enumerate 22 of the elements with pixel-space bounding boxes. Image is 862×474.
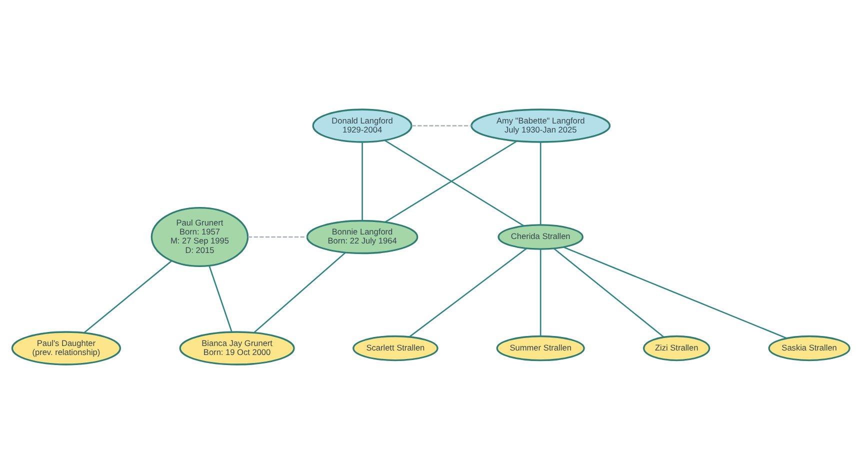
connector	[362, 142, 363, 220]
connector	[208, 266, 232, 332]
connector	[563, 246, 787, 339]
node-ellipse: Paul's Daughter (prev. relationship)	[11, 331, 122, 366]
connector	[409, 248, 527, 338]
connector	[540, 142, 542, 225]
connector	[84, 260, 172, 334]
node-ellipse: Saskia Strallen	[768, 335, 850, 362]
node-ellipse: Summer Strallen	[496, 335, 585, 362]
connector	[254, 252, 346, 333]
connector	[540, 249, 542, 336]
node-ellipse: Zizi Strallen	[643, 335, 710, 362]
node-ellipse: Cherida Strallen	[498, 224, 584, 250]
connector	[412, 125, 472, 126]
node-ellipse: Bonnie Langford Born: 22 July 1964	[306, 220, 418, 254]
connector	[248, 236, 308, 238]
node-ellipse: Bianca Jay Grunert Born: 19 Oct 2000	[179, 331, 295, 366]
connector	[553, 248, 664, 338]
node-ellipse: Donald Langford 1929-2004	[312, 108, 412, 143]
node-ellipse: Amy "Babette" Langford July 1930-Jan 2025	[470, 108, 611, 143]
node-ellipse: Paul Grunert Born: 1957 M: 27 Sep 1995 D: 2015	[150, 206, 249, 268]
node-ellipse: Scarlett Strallen	[352, 335, 438, 362]
